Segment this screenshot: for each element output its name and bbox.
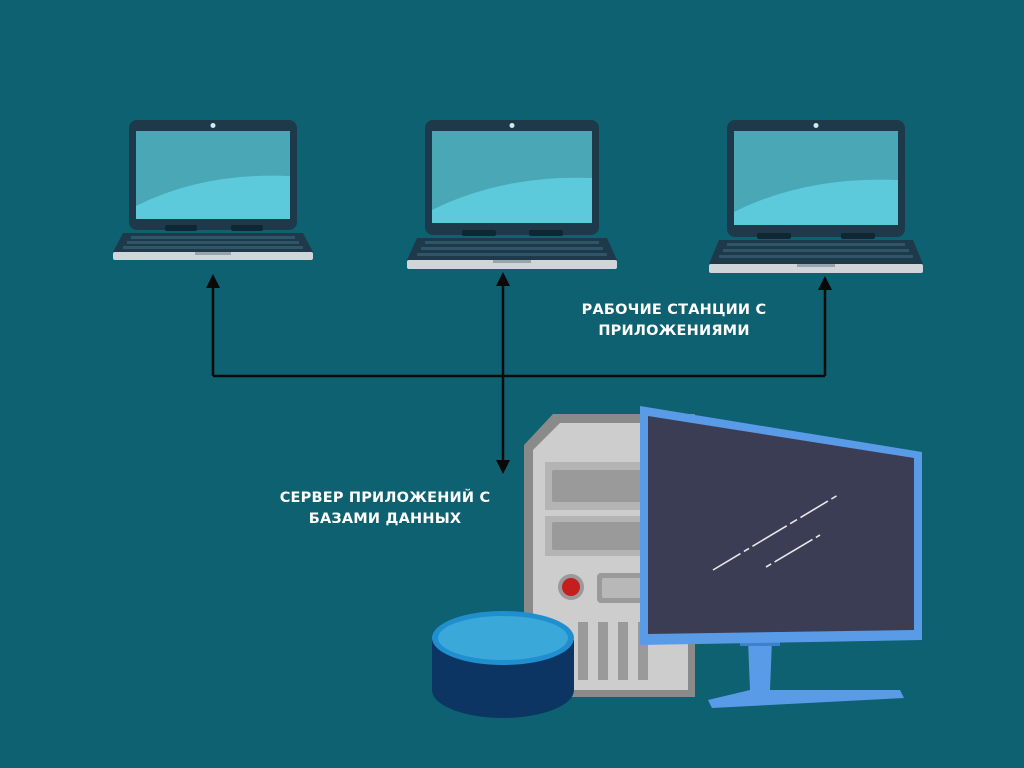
server-label-line2: БАЗАМИ ДАННЫХ (308, 511, 462, 527)
server-label: СЕРВЕР ПРИЛОЖЕНИЙ С БАЗАМИ ДАННЫХ (258, 488, 512, 530)
arrow-server (496, 460, 510, 474)
laptop-icon (407, 120, 617, 269)
laptop-icon (113, 120, 313, 260)
workstations-label-line1: РАБОЧИЕ СТАНЦИИ С (581, 302, 767, 318)
workstations-label-line2: ПРИЛОЖЕНИЯМИ (598, 323, 750, 339)
server-label-line1: СЕРВЕР ПРИЛОЖЕНИЙ С (279, 490, 491, 506)
laptop-right (709, 120, 923, 273)
laptop-center (407, 120, 617, 269)
arrow-left-laptop (206, 274, 220, 288)
laptop-left (113, 120, 313, 260)
database-icon (432, 611, 574, 718)
database (432, 611, 574, 718)
monitor-icon (640, 406, 922, 708)
arrow-right-laptop (818, 276, 832, 290)
connectors (206, 272, 832, 474)
monitor (640, 406, 922, 708)
arrow-center-laptop (496, 272, 510, 286)
screen-reflection (765, 534, 821, 568)
screen-reflection (712, 494, 839, 571)
laptop-icon (709, 120, 923, 273)
workstations-label: РАБОЧИЕ СТАНЦИИ С ПРИЛОЖЕНИЯМИ (555, 300, 793, 342)
